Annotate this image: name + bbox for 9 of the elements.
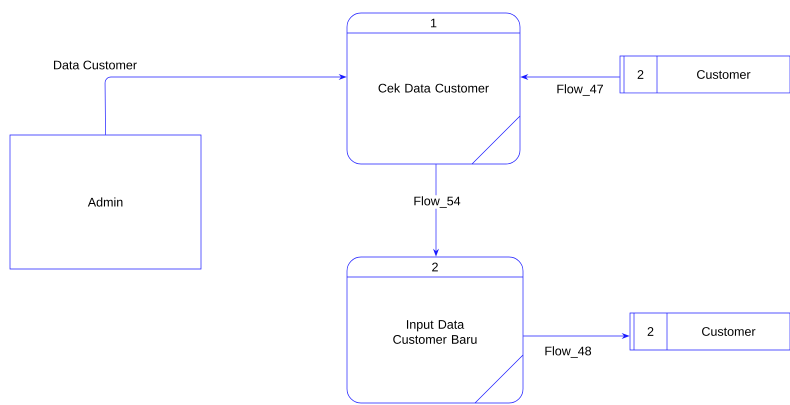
- edge-label: Flow_54: [412, 195, 462, 209]
- process-box: 2 Input Data Customer Baru: [346, 256, 524, 404]
- edge-label: Flow_47: [555, 83, 605, 97]
- entity-box: Admin: [10, 134, 202, 270]
- process-box: 1 Cek Data Customer: [346, 12, 520, 164]
- data-store: 2 Customer: [630, 312, 790, 350]
- data-store: 2 Customer: [620, 56, 790, 94]
- edge-label: Data Customer: [52, 60, 138, 70]
- edge-label: Flow_48: [543, 345, 593, 359]
